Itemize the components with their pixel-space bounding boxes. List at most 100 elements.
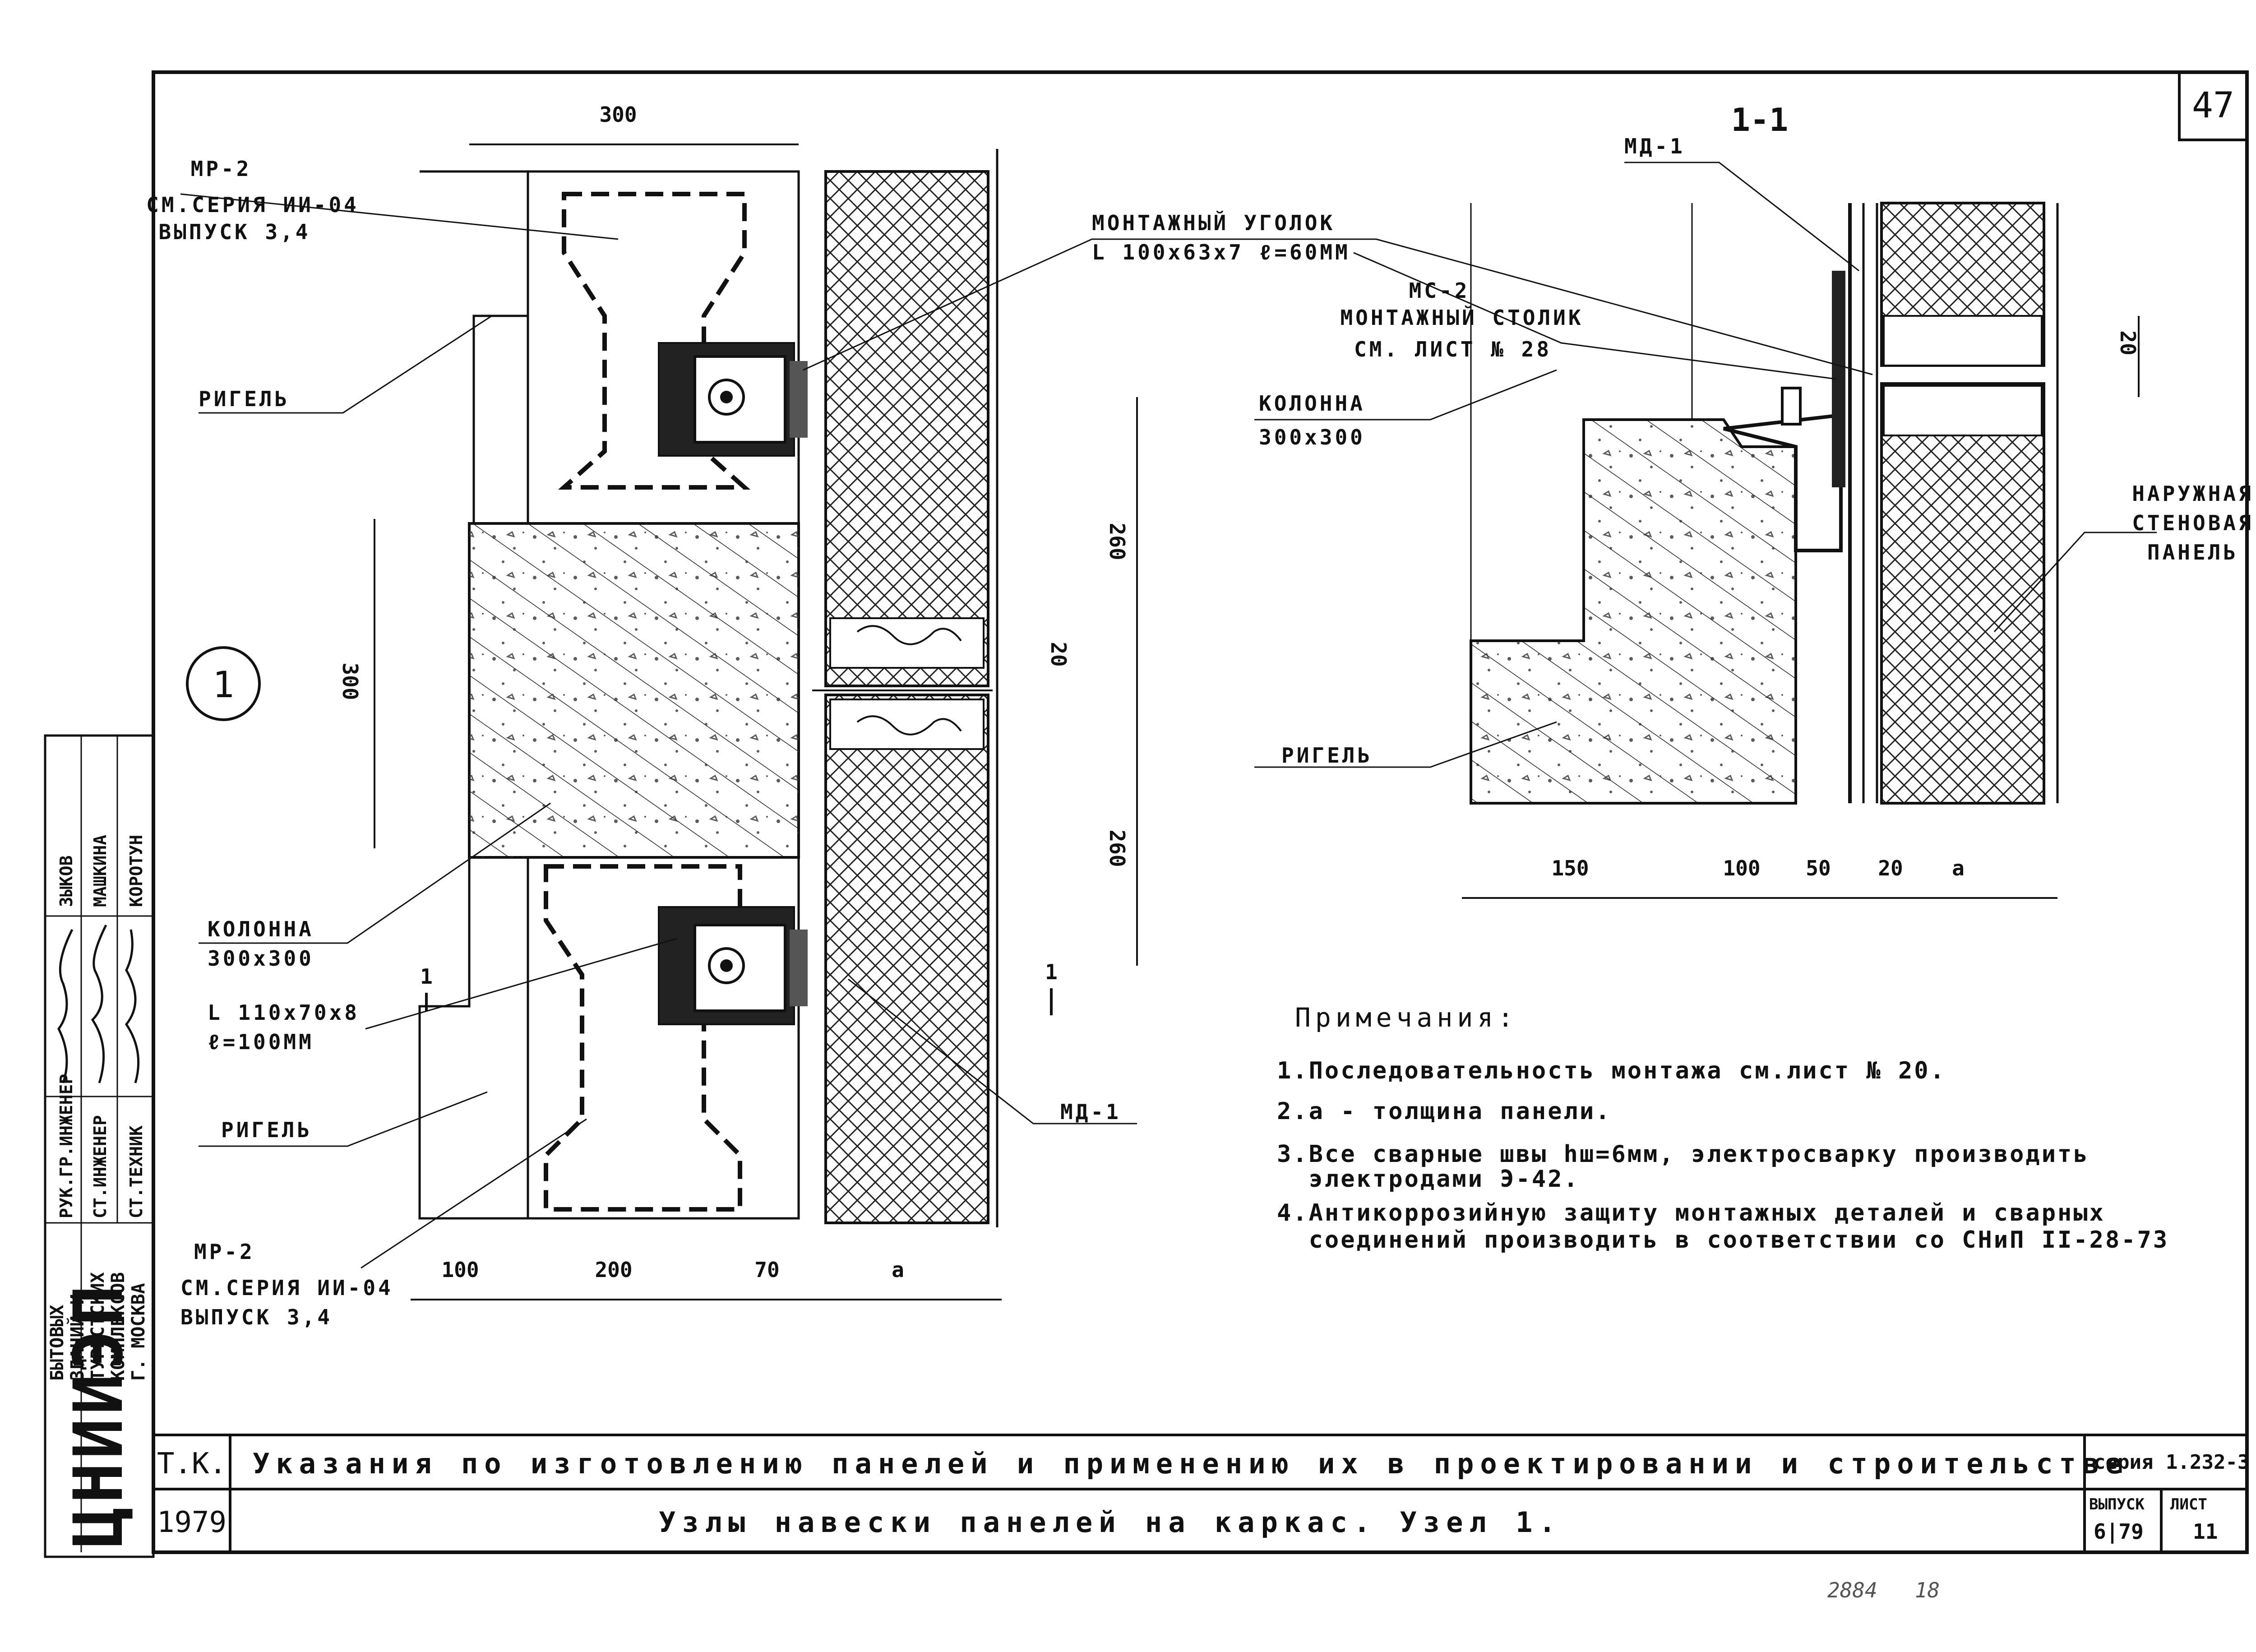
mr2-bottom-line1: МР-2 xyxy=(194,1240,255,1264)
section-leader-angle xyxy=(1376,238,1873,375)
section-md1-label: МД-1 xyxy=(1624,134,1685,158)
section-leader-panel xyxy=(1993,532,2157,633)
upper-mr2-dashed xyxy=(558,192,751,490)
section-dim-3: 50 xyxy=(1806,856,1831,880)
sheet-number-box xyxy=(2178,71,2248,141)
notes: Примечания: 1.Последовательность монтажа… xyxy=(1277,1002,2167,1254)
angle-small-line1: L 110х70х8 xyxy=(208,1000,360,1025)
section-panel-line1: НАРУЖНАЯ xyxy=(2132,481,2254,506)
leader-md1-left xyxy=(848,978,1137,1124)
node-number: 1 xyxy=(213,664,234,706)
section-title: 1-1 xyxy=(1731,102,1788,139)
dim-bottom-2: 200 xyxy=(595,1258,632,1282)
leader-rigel-top xyxy=(199,315,492,414)
section-bolt xyxy=(1781,387,1802,426)
section-mc2-line1: МС-2 xyxy=(1409,278,1470,303)
section-leader-mc2 xyxy=(1353,252,1837,380)
note-3: 3.Все сварные швы hш=6мм, электросварку … xyxy=(1277,1141,2090,1168)
section-dim-1: 150 xyxy=(1551,856,1589,880)
sheet-number: 47 xyxy=(2192,85,2234,126)
stamp-name-3: КОРОТУН xyxy=(126,835,146,907)
leader-angle-small xyxy=(365,938,677,1030)
column-speckle xyxy=(469,523,799,857)
stamp-org-4: КОМПЛЕКСОВ xyxy=(108,1272,129,1381)
tb-title: Указания по изготовлению панелей и приме… xyxy=(253,1447,2129,1480)
dim-bottom-3: 70 xyxy=(754,1258,779,1282)
section-concrete-speckle xyxy=(1471,420,1796,803)
stamp-org-1: БЫТОВЫХ xyxy=(47,1305,68,1381)
section-leader-md1 xyxy=(1624,162,1859,272)
md1-left-label: МД-1 xyxy=(1060,1100,1121,1124)
footer-scribble: 2884 18 xyxy=(1827,1578,1940,1602)
tb-issue-value: 6|79 xyxy=(2094,1519,2144,1544)
leader-rigel-bottom xyxy=(199,1091,488,1147)
leader-column xyxy=(199,802,551,944)
section-panel-line2: СТЕНОВАЯ xyxy=(2132,511,2254,535)
rigel-bottom-label: РИГЕЛЬ xyxy=(221,1118,312,1142)
rigel-top-label: РИГЕЛЬ xyxy=(199,387,290,411)
stamp-org-2: ЗДАНИЙ И xyxy=(66,1294,88,1381)
angle-small-line2: ℓ=100ММ xyxy=(208,1030,314,1054)
left-labels: МР-2 СМ.СЕРИЯ ИИ-04 ВЫПУСК 3,4 РИГЕЛЬ КО… xyxy=(146,157,1350,1329)
lower-rigel xyxy=(527,856,800,1220)
tb-series-label: серия xyxy=(2094,1451,2153,1474)
section-mark-left: 1 xyxy=(420,964,433,989)
mr2-bottom-line2: СМ.СЕРИЯ ИИ-04 xyxy=(180,1276,393,1300)
signature-2 xyxy=(91,924,107,1083)
section-mark-right: 1 xyxy=(1045,960,1058,984)
leader-mounting-angle xyxy=(803,238,1376,371)
notes-heading: Примечания: xyxy=(1295,1002,1518,1033)
section-mc2-line2: МОНТАЖНЫЙ СТОЛИК xyxy=(1340,305,1583,330)
note-1: 1.Последовательность монтажа см.лист № 2… xyxy=(1277,1057,1946,1084)
stamp-role-1: РУК.ГР.ИНЖЕНЕР xyxy=(56,1074,76,1218)
section-panel-upper-ins xyxy=(1883,315,2043,366)
note-3-cont: электродами Э-42. xyxy=(1277,1166,1580,1193)
dim-lower-span: 260 xyxy=(1105,829,1129,867)
tb-series-value: 1.232-3 xyxy=(2166,1451,2249,1474)
mounting-angle-line2: L 100х63х7 ℓ=60ММ xyxy=(1092,240,1350,264)
section-leader-rigel xyxy=(1254,721,1557,768)
stamp-name-2: МАШКИНА xyxy=(90,835,110,907)
mr2-bottom-line3: ВЫПУСК 3,4 xyxy=(180,1305,333,1329)
section-leader-column xyxy=(1254,369,1557,421)
signature-3 xyxy=(125,929,140,1083)
note-2: 2.а - толщина панели. xyxy=(1277,1098,1611,1125)
section-column-line2: 300х300 xyxy=(1259,425,1365,449)
mr2-top-line1: МР-2 xyxy=(191,157,252,181)
tb-sheet-value: 11 xyxy=(2193,1519,2218,1544)
side-stamp: РУК.ГР.ИНЖЕНЕР СТ.ИНЖЕНЕР СТ.ТЕХНИК ЗЫКО… xyxy=(44,734,155,1558)
column-label-line1: КОЛОННА xyxy=(208,917,314,941)
section-column-line1: КОЛОННА xyxy=(1259,391,1365,416)
dim-bottom-1: 100 xyxy=(441,1258,479,1282)
mr2-top-line2: СМ.СЕРИЯ ИИ-04 xyxy=(146,193,359,217)
dim-column-height: 300 xyxy=(338,662,362,700)
dim-gap: 20 xyxy=(1046,642,1071,666)
section-view: 1-1 150 100 50 20 а 20 xyxy=(1254,102,2157,899)
panel-lower-insulation xyxy=(829,699,985,750)
insulation-scribble-1 xyxy=(856,625,962,645)
title-block: Т.К. 1979 Указания по изготовлению панел… xyxy=(153,1434,2249,1552)
panel-lower xyxy=(824,694,989,1224)
stamp-role-2: СТ.ИНЖЕНЕР xyxy=(90,1115,110,1218)
section-labels: МД-1 МС-2 МОНТАЖНЫЙ СТОЛИК СМ. ЛИСТ № 28… xyxy=(1259,134,2254,768)
panel-upper-insulation xyxy=(829,617,985,669)
signature-1 xyxy=(57,929,74,1083)
column-label-line2: 300х300 xyxy=(208,946,314,971)
org-logo: ЦНИИЭП xyxy=(60,1282,138,1548)
section-dim-4: 20 xyxy=(1878,856,1903,880)
dim-upper-span: 260 xyxy=(1105,523,1129,560)
tb-issue-label: ВЫПУСК xyxy=(2089,1495,2145,1513)
stamp-frame xyxy=(44,734,155,1558)
insulation-scribble-2 xyxy=(856,715,962,736)
dim-bottom-4: а xyxy=(892,1258,904,1282)
tb-year: 1979 xyxy=(157,1506,227,1539)
leader-mr2-top xyxy=(180,193,619,240)
stamp-org-5: Г. МОСКВА xyxy=(128,1283,149,1381)
stamp-role-3: СТ.ТЕХНИК xyxy=(126,1125,146,1218)
lower-rigel-side xyxy=(418,857,528,1220)
section-panel-line3: ПАНЕЛЬ xyxy=(2147,540,2238,565)
stamp-name-1: ЗЫКОВ xyxy=(56,856,76,907)
section-mc2-line3: СМ. ЛИСТ № 28 xyxy=(1354,337,1552,361)
tb-subtitle: Узлы навески панелей на каркас. Узел 1. xyxy=(659,1506,1562,1539)
